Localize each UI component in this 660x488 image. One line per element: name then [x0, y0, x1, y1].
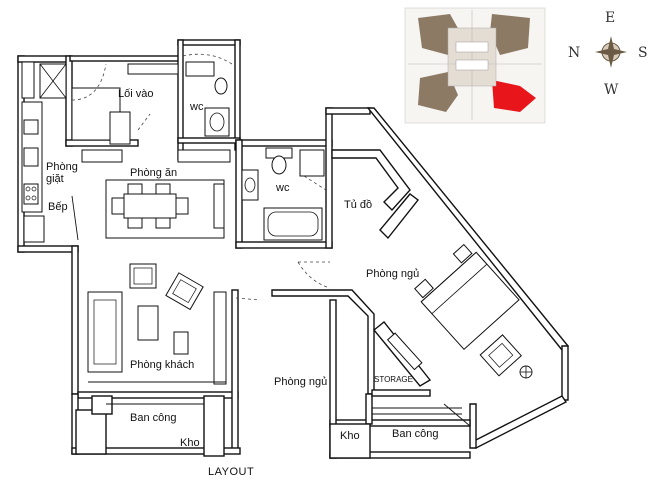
living-area	[87, 261, 330, 385]
stove-icon	[23, 183, 39, 205]
tower-block-ne	[490, 14, 530, 55]
room-label-wardrobe: Tủ đồ	[344, 199, 372, 211]
double-sink-icon	[23, 147, 39, 167]
room-label-bedroom-2: Phòng ngủ	[274, 376, 327, 388]
wc2-toilet-icon	[271, 155, 287, 175]
bathtub	[263, 207, 323, 241]
wc1-toilet-icon	[214, 77, 228, 95]
balcony-rails	[106, 403, 462, 415]
sink-icon	[23, 119, 39, 135]
room-label-store-1: Kho	[180, 437, 200, 449]
room-label-bedroom-1: Phòng ngủ	[366, 268, 419, 280]
compass-rose: E N S W	[568, 10, 648, 98]
tv-cabinet	[213, 291, 227, 385]
room-label-laundry-2: giặt	[46, 173, 64, 185]
dining-table	[123, 193, 177, 219]
room-label-dining: Phòng ăn	[130, 167, 177, 179]
room-label-wc-2: wc	[275, 182, 290, 194]
room-label-balcony-2: Ban công	[392, 428, 438, 440]
coffee-table	[137, 305, 159, 341]
kitchen	[21, 61, 79, 243]
entry-area	[71, 53, 233, 163]
wc2-basin-icon	[241, 169, 259, 201]
layout-caption: LAYOUT	[208, 466, 254, 478]
wc2	[241, 147, 327, 241]
sofa	[87, 291, 123, 373]
bedroom-armchair	[479, 334, 522, 377]
room-label-laundry-1: Phòng	[46, 161, 78, 173]
walls	[17, 39, 570, 459]
room-label-wc-1: wc	[189, 101, 204, 113]
room-label-balcony-1: Ban công	[130, 412, 176, 424]
master-bedroom	[297, 243, 533, 427]
room-label-kitchen: Bếp	[48, 201, 68, 213]
dining-area	[105, 179, 225, 239]
room-label-storage: STORAGE	[374, 375, 413, 384]
room-labels: Lối vào wc wc Phòng giặt Bếp Phòng ăn Tủ…	[46, 88, 438, 449]
room-label-living: Phòng khách	[130, 359, 194, 371]
room-label-entry: Lối vào	[118, 88, 153, 100]
wc1-basin-icon	[204, 107, 230, 137]
dresser	[386, 332, 423, 371]
compass-east-label: E	[605, 10, 615, 26]
room-label-store-2: Kho	[340, 430, 360, 442]
highlighted-unit	[492, 80, 536, 112]
compass-north-label: N	[568, 45, 580, 61]
armchair-2	[165, 272, 204, 311]
compass-south-label: S	[638, 45, 648, 61]
compass-west-label: W	[604, 82, 619, 98]
key-plan	[404, 7, 546, 124]
